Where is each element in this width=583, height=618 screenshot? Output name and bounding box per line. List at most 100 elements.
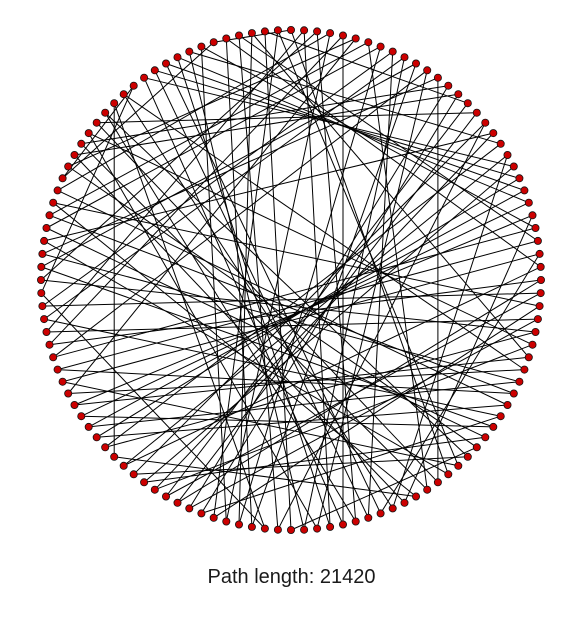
tour-edge [52, 202, 417, 497]
city-node [463, 99, 472, 108]
city-node [423, 66, 432, 75]
city-node [300, 525, 309, 534]
city-node [313, 524, 322, 533]
city-node [173, 498, 182, 507]
tour-edge [238, 35, 279, 530]
tour-edge [40, 292, 266, 529]
city-node [58, 377, 67, 386]
city-node [524, 198, 533, 207]
city-node [222, 34, 231, 43]
tour-edge [43, 56, 405, 320]
tour-edge [165, 63, 525, 191]
tour-edge [316, 70, 428, 529]
city-node [84, 129, 93, 138]
tour-edge [201, 46, 536, 229]
city-node [520, 365, 529, 374]
city-node [351, 517, 360, 526]
city-node [364, 38, 373, 47]
city-node [77, 412, 86, 421]
tour-nodes [37, 25, 546, 535]
tour-edge [123, 266, 541, 467]
tour-edge [380, 253, 541, 514]
city-node [535, 249, 544, 258]
path-length-label: Path length: 21420 [207, 566, 376, 588]
city-node [42, 327, 51, 336]
tour-edge [133, 456, 468, 475]
city-node [376, 509, 385, 518]
city-node [524, 353, 533, 362]
city-node [173, 53, 182, 62]
city-node [509, 389, 518, 398]
tour-edge [290, 446, 478, 531]
city-node [515, 174, 524, 183]
city-node [53, 365, 62, 374]
tour-edge [277, 30, 459, 466]
city-node [528, 211, 537, 220]
tour-edge [277, 122, 486, 530]
tour-edge [43, 132, 494, 242]
tour-edge [238, 35, 539, 242]
city-node [444, 470, 453, 479]
city-node [286, 526, 295, 535]
tour-edge [188, 51, 305, 530]
city-node [273, 525, 282, 534]
city-node [209, 38, 218, 47]
tour-edge [105, 331, 536, 448]
city-node [58, 174, 67, 183]
tour-edge [104, 112, 357, 522]
tour-edge [404, 215, 533, 504]
tour-edge [143, 166, 515, 483]
city-node [388, 47, 397, 56]
tour-edge [114, 456, 417, 497]
city-node [45, 340, 54, 349]
city-node [140, 73, 149, 82]
city-node [400, 53, 409, 62]
tour-edge [238, 46, 382, 525]
city-node [150, 66, 159, 75]
tour-edge [177, 112, 478, 504]
tour-edge [88, 189, 525, 428]
city-node [38, 249, 47, 258]
city-node [40, 315, 49, 324]
city-node [119, 461, 128, 470]
tour-edge [62, 253, 540, 383]
city-node [481, 433, 490, 442]
tour-edge [62, 381, 459, 467]
city-node [531, 327, 540, 336]
city-node [110, 452, 119, 461]
city-node [197, 42, 206, 51]
city-node [222, 517, 231, 526]
city-node [300, 26, 309, 35]
tour-edge [200, 46, 227, 522]
city-node [70, 150, 79, 159]
tour-edge [392, 154, 508, 509]
city-node [364, 513, 373, 522]
tour-edge [123, 154, 508, 467]
city-node [338, 31, 347, 40]
city-node [536, 289, 545, 298]
tour-edge [41, 63, 417, 268]
tour-diagram [37, 25, 546, 535]
tour-edge [57, 189, 508, 406]
city-node [326, 29, 335, 38]
city-node [70, 400, 79, 409]
tour-edge [88, 381, 520, 428]
tour-edge [177, 279, 542, 504]
tour-edge [49, 35, 344, 346]
city-node [247, 522, 256, 531]
tour-edge [81, 415, 494, 428]
city-node [234, 31, 243, 40]
tour-edge [104, 143, 502, 448]
tour-edge [62, 85, 135, 179]
city-node [536, 262, 545, 271]
tour-edge [226, 38, 541, 268]
tour-edge [46, 318, 538, 333]
tour-edge [57, 240, 539, 371]
city-node [520, 186, 529, 195]
tour-edge [143, 77, 344, 525]
tour-edge [46, 227, 486, 438]
city-node [273, 26, 282, 35]
city-node [472, 443, 481, 452]
city-node [400, 498, 409, 507]
city-node [338, 520, 347, 529]
